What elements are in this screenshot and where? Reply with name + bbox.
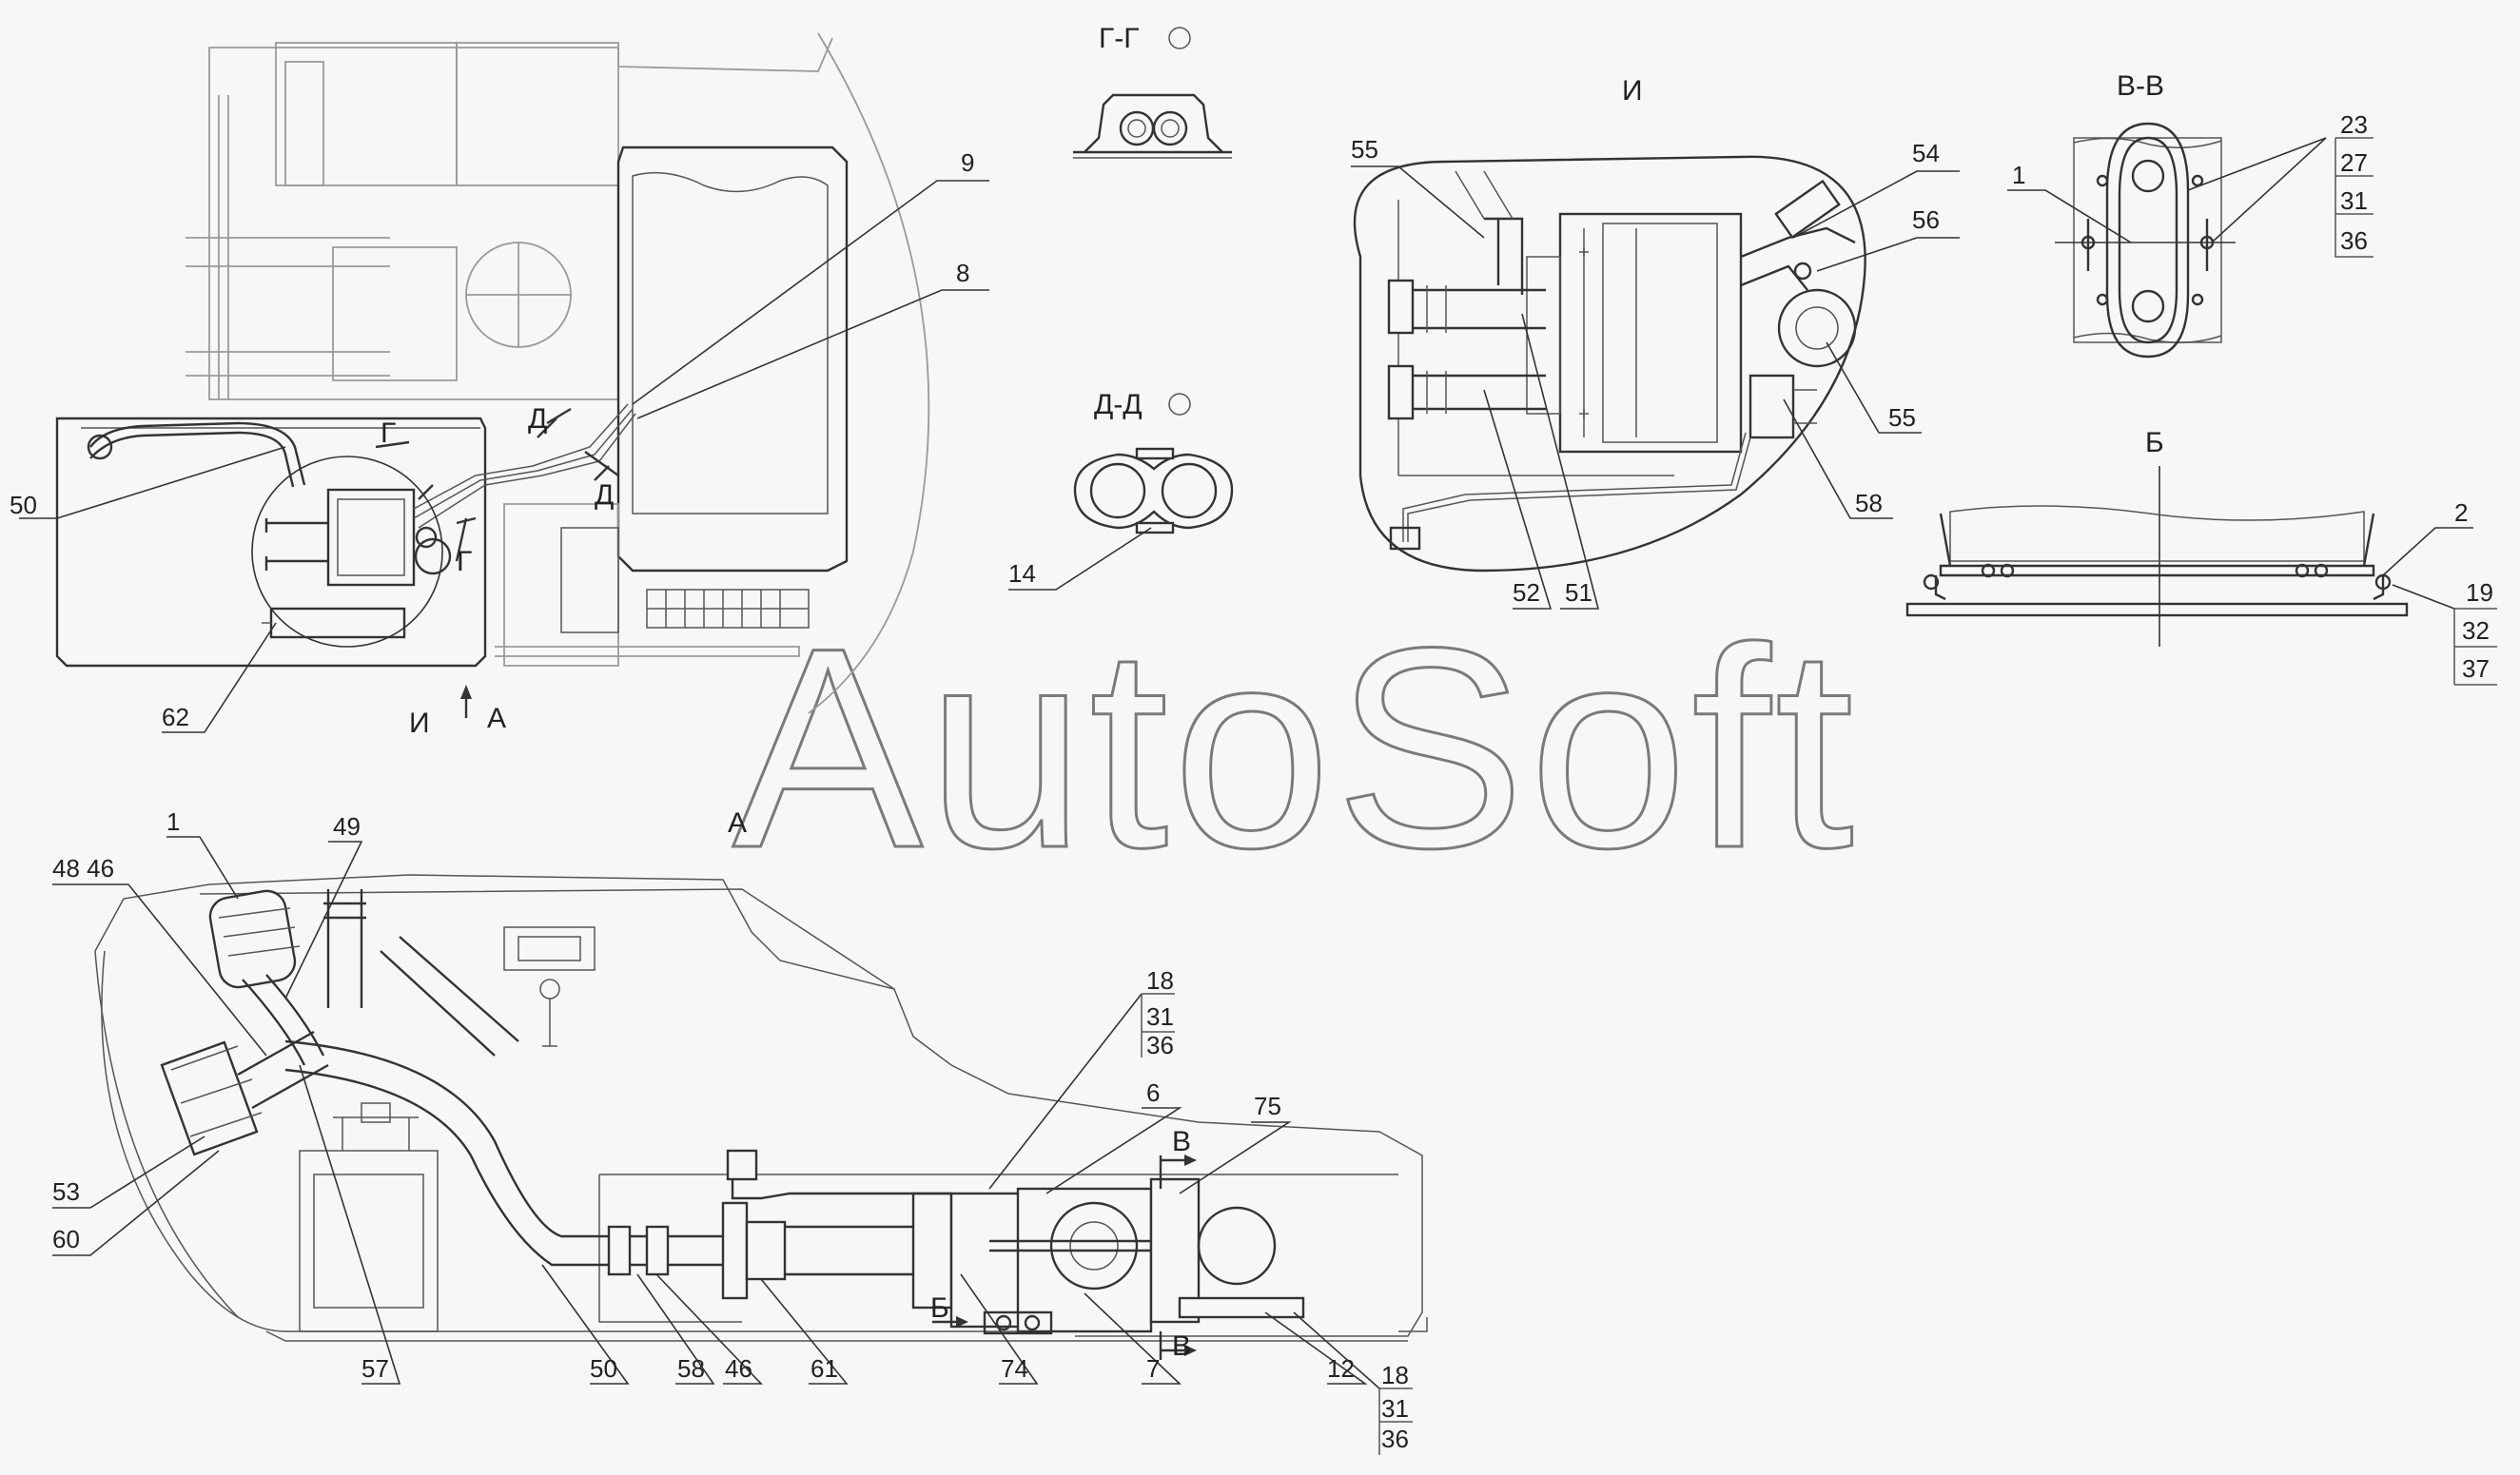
callout-12: 12 bbox=[1327, 1354, 1355, 1383]
view-arrow-a: А bbox=[487, 703, 506, 734]
callout-36-top: 36 bbox=[1146, 1031, 1174, 1059]
callout-50-bottom: 50 bbox=[590, 1354, 617, 1383]
callout-48-46: 48 46 bbox=[52, 854, 114, 883]
callout-58-bottom: 58 bbox=[677, 1354, 705, 1383]
callout-32: 32 bbox=[2462, 616, 2490, 645]
callout-31-bottom: 31 bbox=[1381, 1394, 1409, 1423]
view-label-i: И bbox=[409, 708, 430, 739]
section-g-g: Г-Г bbox=[1073, 23, 1232, 159]
callout-54: 54 bbox=[1912, 139, 1940, 167]
callout-61: 61 bbox=[811, 1354, 838, 1383]
callout-75: 75 bbox=[1254, 1092, 1281, 1120]
mark-d-lower: Д bbox=[595, 479, 614, 511]
callout-55-right: 55 bbox=[1888, 403, 1916, 432]
plan-view: Г Г Д Д И А 9 8 50 62 bbox=[10, 32, 989, 739]
callout-8: 8 bbox=[956, 259, 969, 287]
step-grid bbox=[646, 589, 810, 629]
callout-50-top: 50 bbox=[10, 491, 37, 519]
mark-g-upper: Г bbox=[381, 417, 396, 449]
mark-b-view: Б bbox=[930, 1292, 949, 1324]
callout-2: 2 bbox=[2454, 498, 2468, 527]
callout-36-bottom: 36 bbox=[1381, 1425, 1409, 1453]
callout-36-vv: 36 bbox=[2340, 226, 2368, 255]
callout-7: 7 bbox=[1146, 1354, 1160, 1383]
callout-9: 9 bbox=[961, 148, 974, 177]
callout-51: 51 bbox=[1565, 578, 1592, 607]
watermark-text: AutoSoft bbox=[733, 588, 1858, 907]
callout-56: 56 bbox=[1912, 205, 1940, 234]
section-d-d: Д-Д 14 bbox=[1008, 389, 1234, 591]
view-a-title: А bbox=[728, 807, 747, 839]
callout-55-top: 55 bbox=[1351, 135, 1378, 164]
view-i-title: И bbox=[1622, 75, 1643, 107]
callout-62: 62 bbox=[162, 703, 189, 731]
callout-19: 19 bbox=[2466, 578, 2493, 607]
callout-1-vv: 1 bbox=[2012, 161, 2025, 189]
callout-1-bottom: 1 bbox=[166, 807, 180, 836]
section-g-g-title: Г-Г bbox=[1099, 23, 1139, 54]
callout-14: 14 bbox=[1008, 559, 1036, 588]
view-a: А bbox=[52, 807, 1428, 1455]
section-v-v-title: В-В bbox=[2117, 70, 2164, 102]
mark-d-upper: Д bbox=[528, 403, 547, 435]
section-b: Б 2 19 32 37 bbox=[1905, 427, 2497, 686]
callout-31-vv: 31 bbox=[2340, 186, 2368, 215]
callout-37: 37 bbox=[2462, 654, 2490, 683]
callout-52: 52 bbox=[1513, 578, 1540, 607]
callout-18-top: 18 bbox=[1146, 966, 1174, 995]
callout-46-bottom: 46 bbox=[725, 1354, 752, 1383]
section-v-v: В-В 1 23 27 31 36 bbox=[2007, 70, 2373, 359]
callout-53: 53 bbox=[52, 1177, 80, 1206]
view-i: И 55 54 bbox=[1351, 75, 1960, 610]
callout-58-view: 58 bbox=[1855, 489, 1883, 517]
callout-60: 60 bbox=[52, 1225, 80, 1253]
mark-g-lower: Г bbox=[457, 546, 472, 577]
callout-57: 57 bbox=[361, 1354, 389, 1383]
callout-74: 74 bbox=[1001, 1354, 1028, 1383]
section-d-d-title: Д-Д bbox=[1094, 389, 1143, 420]
section-b-title: Б bbox=[2145, 427, 2164, 458]
callout-31-top: 31 bbox=[1146, 1002, 1174, 1031]
callout-23: 23 bbox=[2340, 110, 2368, 139]
mark-v-bottom: В bbox=[1172, 1330, 1191, 1362]
mark-v-top: В bbox=[1172, 1126, 1191, 1157]
callout-18-bottom: 18 bbox=[1381, 1361, 1409, 1389]
callout-27: 27 bbox=[2340, 148, 2368, 177]
callout-49: 49 bbox=[333, 812, 361, 841]
callout-6: 6 bbox=[1146, 1078, 1160, 1107]
